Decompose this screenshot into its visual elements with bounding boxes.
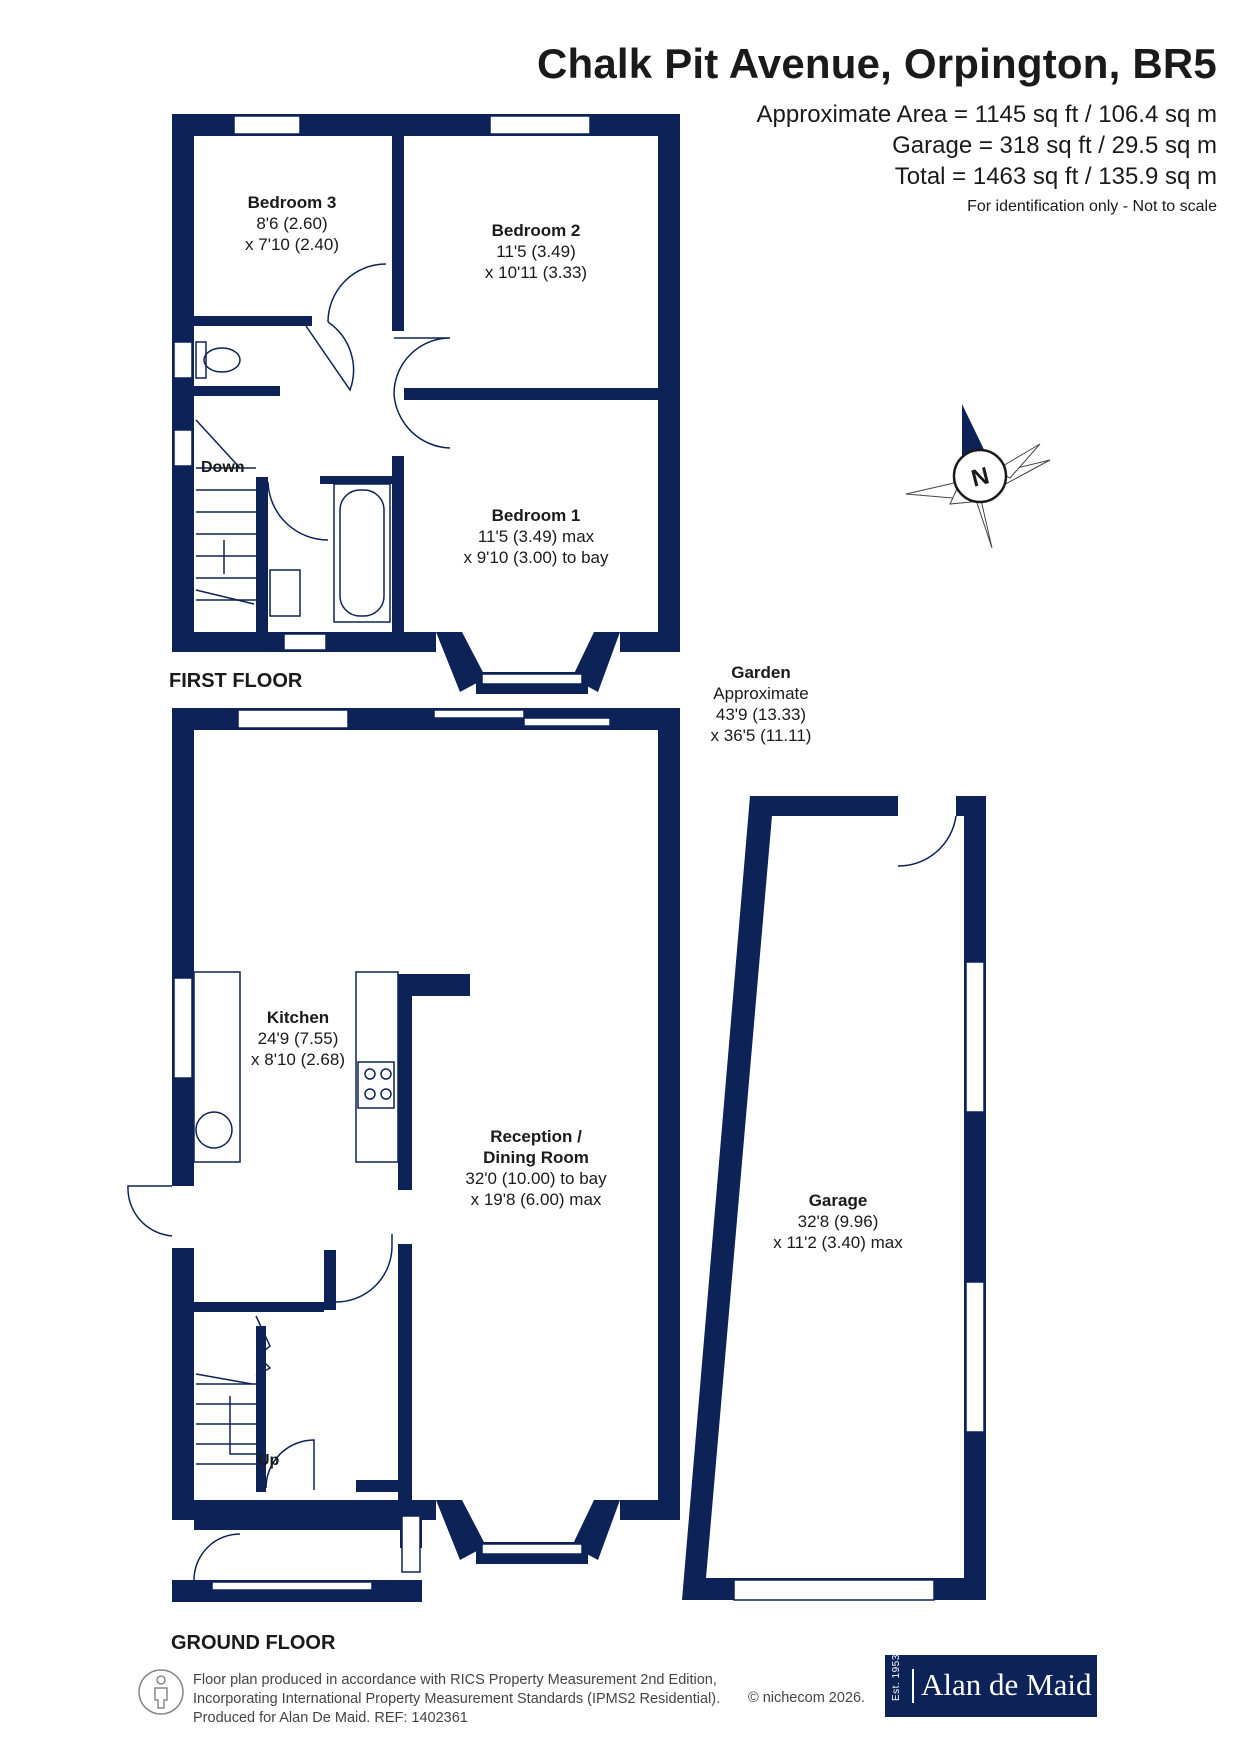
footer-disclaimer: Floor plan produced in accordance with R… (193, 1671, 720, 1728)
room-name: Kitchen (266, 1008, 330, 1027)
room-reception-dining: Reception / Dining Room 32'0 (10.00) to … (436, 1126, 636, 1210)
room-name: Garage (808, 1191, 868, 1210)
garden-line: 43'9 (13.33) (715, 705, 807, 724)
copyright-notice: © nichecom 2026. (748, 1690, 866, 1706)
footer-line: Floor plan produced in accordance with R… (193, 1672, 717, 1688)
garden-line: x 36'5 (11.11) (710, 726, 812, 745)
room-dim: x 7'10 (2.40) (245, 235, 339, 254)
stairs-down-label: Down (201, 459, 245, 476)
room-dim: 11'5 (3.49) max (477, 527, 595, 546)
compass-north-label: N (969, 462, 992, 492)
garden-line: Approximate (713, 684, 809, 703)
garage-structure (682, 792, 986, 1601)
room-bedroom-2: Bedroom 2 11'5 (3.49) x 10'11 (3.33) (456, 220, 616, 283)
room-dim: x 9'10 (3.00) to bay (463, 548, 609, 567)
first-floor-windows (173, 115, 591, 685)
room-name: Bedroom 2 (491, 221, 581, 240)
stairs-up-label: Up (258, 1452, 280, 1469)
room-dim: x 8'10 (2.68) (251, 1050, 345, 1069)
footer-line: Incorporating International Property Mea… (193, 1691, 721, 1707)
brand-established: Est. 1953 (891, 1654, 902, 1701)
room-dim: 32'8 (9.96) (797, 1212, 879, 1231)
room-name: Bedroom 3 (247, 193, 337, 212)
room-dim: 32'0 (10.00) to bay (465, 1169, 607, 1188)
brand-logo: Est. 1953 Alan de Maid (885, 1654, 1097, 1717)
ground-floor-windows (173, 709, 611, 1591)
room-name: Reception / (490, 1127, 582, 1146)
property-title: Chalk Pit Avenue, Orpington, BR5 (536, 40, 1217, 87)
first-floor-fixtures (195, 263, 451, 623)
room-dim: 11'5 (3.49) (496, 242, 576, 261)
approximate-area: Approximate Area = 1145 sq ft / 106.4 sq… (756, 101, 1218, 128)
garden-name: Garden (731, 663, 791, 682)
ground-floor-label: GROUND FLOOR (171, 1632, 336, 1654)
room-dim: x 11'2 (3.40) max (773, 1233, 903, 1252)
room-name-line2: Dining Room (483, 1148, 589, 1167)
room-bedroom-1: Bedroom 1 11'5 (3.49) max x 9'10 (3.00) … (436, 505, 636, 568)
brand-divider (912, 1669, 914, 1703)
room-dim: x 10'11 (3.33) (484, 263, 588, 282)
room-name: Bedroom 1 (491, 506, 581, 525)
first-floor-walls (172, 114, 680, 694)
room-bedroom-3: Bedroom 3 8'6 (2.60) x 7'10 (2.40) (212, 192, 372, 255)
person-icon (138, 1669, 184, 1715)
total-area: Total = 1463 sq ft / 135.9 sq m (894, 163, 1217, 190)
room-dim: x 19'8 (6.00) max (470, 1190, 602, 1209)
first-floor-label: FIRST FLOOR (169, 670, 303, 692)
footer-line: Produced for Alan De Maid. REF: 1402361 (193, 1710, 468, 1726)
room-dim: 8'6 (2.60) (256, 214, 328, 233)
compass-rose (905, 404, 1051, 549)
room-kitchen: Kitchen 24'9 (7.55) x 8'10 (2.68) (218, 1007, 378, 1070)
brand-name: Alan de Maid (921, 1667, 1092, 1702)
ground-floor-fixtures (127, 971, 399, 1581)
garage-area: Garage = 318 sq ft / 29.5 sq m (892, 132, 1217, 159)
room-dim: 24'9 (7.55) (257, 1029, 339, 1048)
room-garage: Garage 32'8 (9.96) x 11'2 (3.40) max (738, 1190, 938, 1253)
garden-label: Garden Approximate 43'9 (13.33) x 36'5 (… (681, 662, 841, 746)
scale-note: For identification only - Not to scale (967, 198, 1217, 215)
